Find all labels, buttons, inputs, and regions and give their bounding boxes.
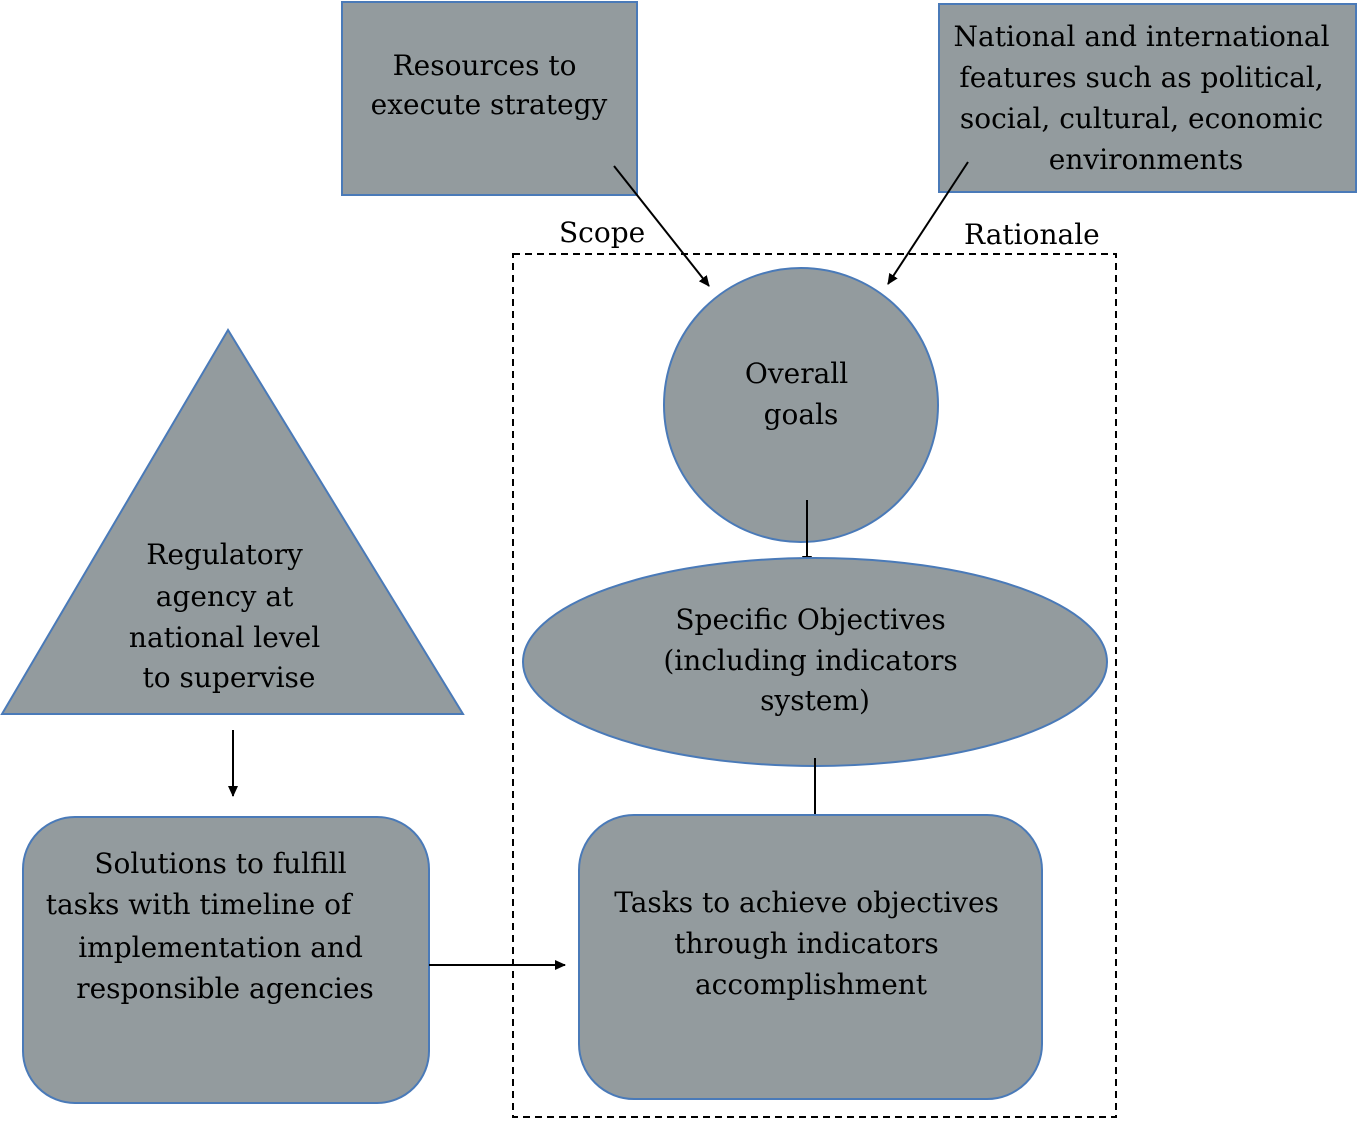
regulatory-line-2: agency at	[156, 580, 294, 613]
arrow-national-to-goals	[887, 161, 969, 285]
tasks-node: Tasks to achieve objectives through indi…	[578, 814, 1043, 1100]
svg-text:Specific Objectives (inc: Specific Objectives (including indicator…	[663, 603, 966, 717]
overall-goals-line-1: Overall	[745, 357, 848, 390]
solutions-line-4: responsible agencies	[76, 972, 374, 1005]
tasks-line-3: accomplishment	[695, 968, 928, 1001]
svg-text:Regulatory agency at: Regulatory agency at national level to s…	[129, 538, 329, 694]
scope-boundary	[512, 253, 1117, 1118]
overall-goals-node: Overall goals	[663, 267, 939, 543]
regulatory-node: Regulatory agency at national level to s…	[0, 328, 465, 715]
national-line-3: social, cultural, economic	[960, 102, 1323, 135]
arrow-resources-to-goals	[613, 165, 710, 287]
svg-text:Overall goals: Overall goals	[745, 357, 857, 431]
regulatory-line-3: national level	[129, 621, 320, 654]
tasks-box	[578, 814, 1043, 1100]
rationale-label: Rationale	[964, 218, 1100, 251]
svg-text:Resources to execute str: Resources to execute strategy	[371, 49, 608, 121]
solutions-line-1: Solutions to fulfill	[94, 847, 346, 880]
solutions-box	[22, 816, 430, 1104]
overall-goals-circle	[663, 267, 939, 543]
specific-objectives-line-1: Specific Objectives	[675, 603, 945, 636]
specific-objectives-line-2: (including indicators	[663, 644, 957, 677]
national-line-1: National and international	[954, 20, 1330, 53]
svg-text:Solutions to fulfill tas: Solutions to fulfill tasks with timeline…	[46, 847, 374, 1005]
solutions-line-3: implementation and	[78, 931, 363, 964]
svg-text:Tasks to achieve objectives: Tasks to achieve objectives through indi…	[614, 886, 1008, 1001]
solutions-line-2: tasks with timeline of	[46, 888, 354, 921]
resources-line-1: Resources to	[393, 49, 577, 82]
regulatory-line-1: Regulatory	[146, 538, 303, 571]
national-line-4: environments	[1049, 143, 1243, 176]
solutions-node: Solutions to fulfill tasks with timeline…	[22, 816, 430, 1104]
overall-goals-line-2: goals	[764, 398, 839, 431]
resources-line-2: execute strategy	[371, 88, 608, 121]
tasks-line-1: Tasks to achieve objectives	[614, 886, 999, 919]
specific-objectives-line-3: system)	[760, 684, 870, 717]
national-line-2: features such as political,	[959, 61, 1323, 94]
svg-text:National and international: National and international features such…	[954, 20, 1339, 176]
regulatory-triangle	[0, 328, 465, 715]
national-box	[938, 3, 1357, 193]
tasks-line-2: through indicators	[674, 927, 939, 960]
scope-label: Scope	[559, 216, 645, 249]
regulatory-line-4: to supervise	[142, 661, 315, 694]
specific-objectives-node: Specific Objectives (including indicator…	[522, 557, 1108, 767]
national-node: National and international features such…	[938, 3, 1357, 193]
resources-node: Resources to execute strategy	[341, 1, 638, 196]
resources-box	[341, 1, 638, 196]
